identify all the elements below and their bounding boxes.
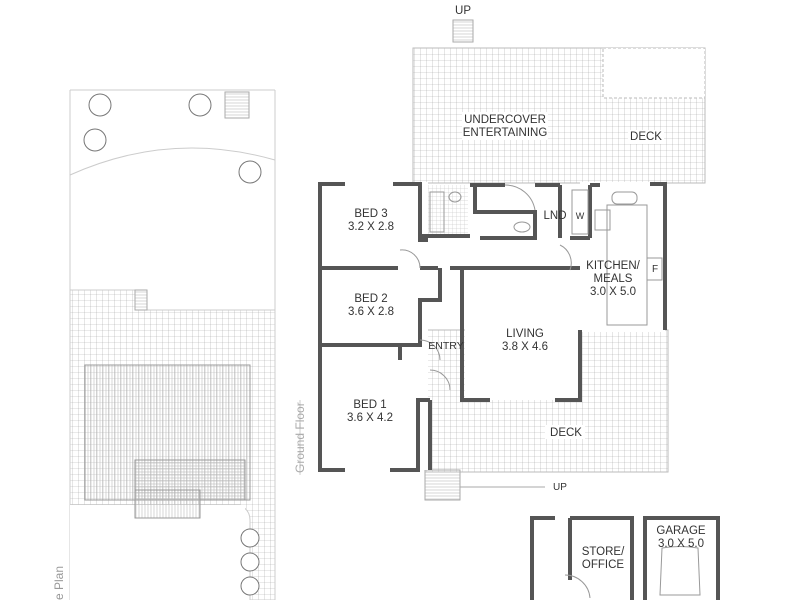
label-line: STORE/ xyxy=(581,546,625,558)
room-name: BED 2 xyxy=(354,293,388,305)
stairs-up-label-bottom: UP xyxy=(553,482,567,493)
room-size: 3.2 X 2.8 xyxy=(347,221,395,233)
site-plan xyxy=(69,89,276,600)
label-line: MEALS xyxy=(593,273,633,285)
laundry-label: LND xyxy=(543,210,567,222)
room-name: GARAGE xyxy=(656,525,706,537)
lower-deck xyxy=(424,270,669,501)
deck-top-label: DECK xyxy=(630,131,662,143)
room-name: BED 1 xyxy=(353,399,387,411)
label-line: ENTERTAINING xyxy=(462,127,548,139)
store-office-label: STORE/OFFICE xyxy=(582,546,625,572)
room-size: 3.6 X 4.2 xyxy=(346,412,394,424)
tree-icons xyxy=(83,93,262,596)
site-plan-title: e Plan xyxy=(52,565,66,600)
room-size: 3.0 X 5.0 xyxy=(589,286,637,298)
fixtures xyxy=(399,184,701,599)
room-name: LIVING xyxy=(506,328,544,340)
stairs-up-label-top: UP xyxy=(455,5,471,17)
room-size: 3.0 X 5.0 xyxy=(657,538,705,550)
label-line: KITCHEN/ xyxy=(586,260,640,272)
undercover-deck xyxy=(412,19,706,184)
car-icon xyxy=(659,546,701,596)
room-size: 3.8 X 4.6 xyxy=(501,341,549,353)
deck-bottom-label: DECK xyxy=(550,427,582,439)
label-line: OFFICE xyxy=(581,559,625,571)
walls xyxy=(318,182,720,600)
fridge-label: F xyxy=(651,264,659,275)
label-line: UNDERCOVER xyxy=(464,114,546,126)
washer-label: W xyxy=(575,211,585,221)
entry-label: ENTRY xyxy=(428,340,464,352)
room-name: BED 3 xyxy=(354,208,388,220)
ground-floor-title: Ground Floor xyxy=(293,402,307,473)
room-size: 3.6 X 2.8 xyxy=(347,306,395,318)
